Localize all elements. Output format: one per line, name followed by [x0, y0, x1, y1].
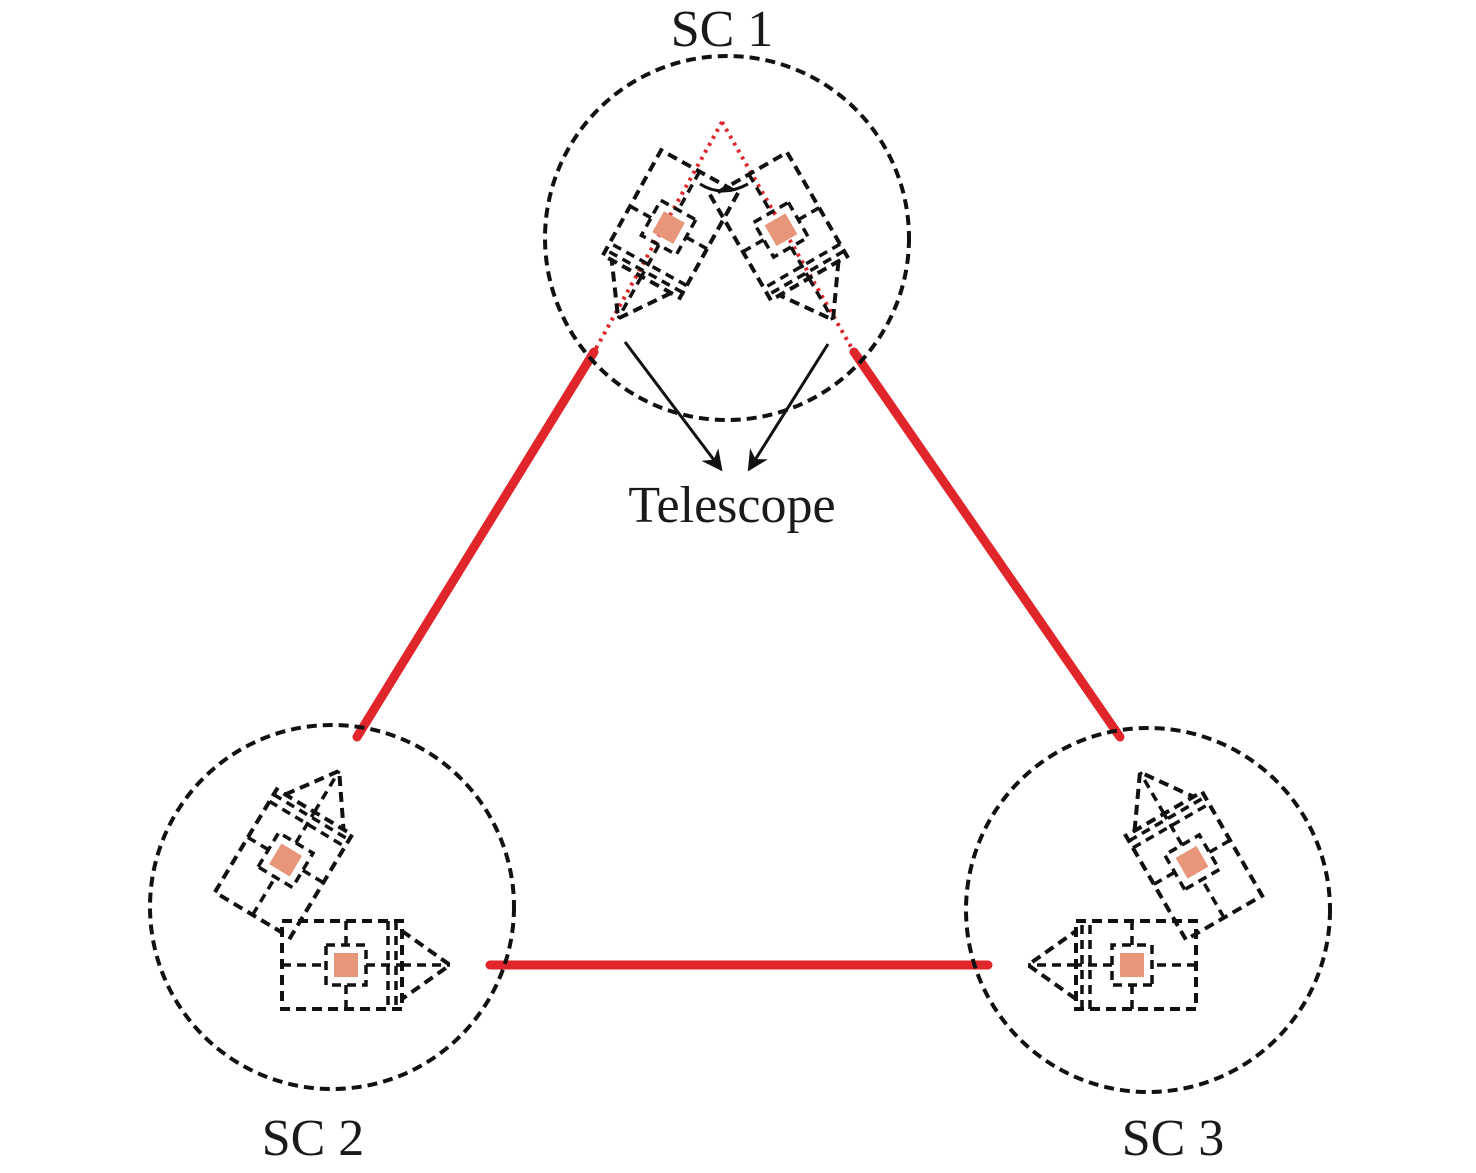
arrow-to-telescope-left	[623, 341, 723, 472]
spacecraft-sc2-boundary	[148, 723, 516, 1091]
optical-bench-sc2-lower	[280, 919, 452, 1011]
telescope-label: Telescope	[628, 477, 835, 534]
optical-bench-sc2-upper	[212, 746, 379, 940]
sc2-label: SC 2	[262, 1110, 365, 1167]
spacecraft-sc3	[964, 726, 1332, 1094]
telescope-arrows	[623, 341, 830, 472]
optical-bench-sc3-upper	[1099, 748, 1265, 942]
spacecraft-sc1-boundary	[543, 54, 911, 422]
spacecraft-sc2	[148, 723, 516, 1091]
laser-link-sc1-sc3	[849, 347, 1125, 742]
optical-bench-sc3-lower	[1026, 919, 1198, 1011]
laser-links	[352, 347, 1125, 970]
optical-bench-sc1-right	[708, 150, 874, 344]
laser-link-sc1-sc2	[352, 347, 599, 742]
sc3-label: SC 3	[1122, 1110, 1225, 1167]
optical-bench-sc1-left	[577, 148, 741, 342]
spacecraft-sc3-boundary	[964, 726, 1332, 1094]
arrow-to-telescope-right	[747, 343, 830, 472]
spacecraft-sc1	[543, 54, 911, 422]
sc1-label: SC 1	[671, 1, 774, 58]
